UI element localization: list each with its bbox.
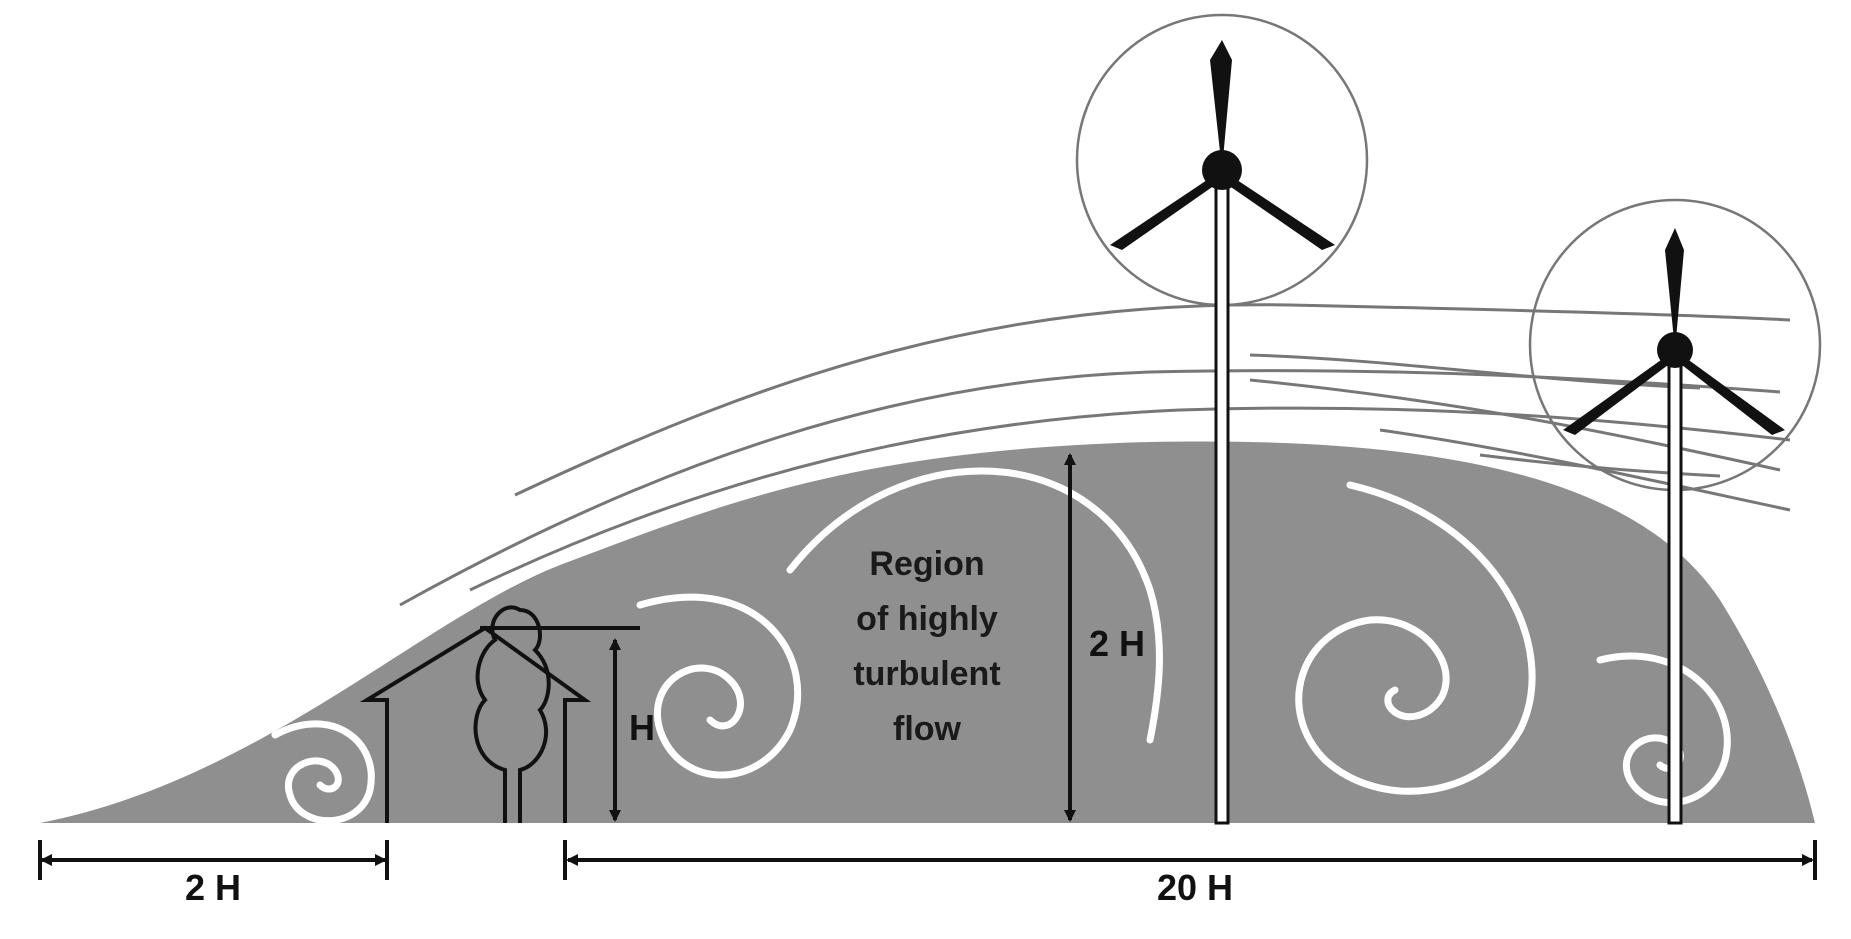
zone-height-label: 2 H bbox=[1089, 623, 1145, 664]
left-distance-label: 2 H bbox=[185, 867, 241, 908]
right-distance-label: 20 H bbox=[1157, 867, 1233, 908]
region-label-line-2: of highly bbox=[856, 600, 998, 638]
region-label-line-1: Region bbox=[869, 545, 984, 583]
house-icon bbox=[359, 625, 640, 823]
wind-turbine-icon bbox=[1528, 198, 1822, 825]
tree-icon bbox=[473, 605, 551, 823]
obstacle-height-label: H bbox=[629, 707, 655, 748]
region-label-line-3: turbulent bbox=[853, 655, 1000, 693]
region-label-line-4: flow bbox=[893, 710, 962, 748]
wind-turbine-icon bbox=[1075, 13, 1369, 825]
turbulent-region bbox=[40, 441, 1815, 823]
